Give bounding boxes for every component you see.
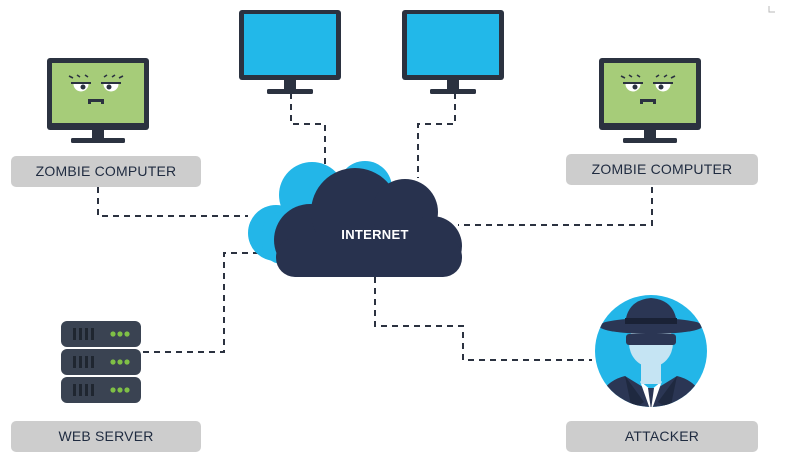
zombie-computer-label-text: ZOMBIE COMPUTER xyxy=(35,163,177,179)
monitor-icon xyxy=(239,10,341,94)
link-monitor-left xyxy=(290,93,326,165)
monitor-icon xyxy=(402,10,504,94)
internet-label: INTERNET xyxy=(341,227,409,242)
corner-mark xyxy=(768,6,775,13)
zombie-computer-label-left: ZOMBIE COMPUTER xyxy=(11,156,201,187)
zombie-computer-label-right: ZOMBIE COMPUTER xyxy=(566,154,758,185)
connection-lines xyxy=(97,93,653,361)
spy-icon xyxy=(595,295,707,407)
zombie-monitor-icon xyxy=(47,58,149,143)
link-zombie-left xyxy=(97,187,248,217)
link-attacker xyxy=(374,277,592,361)
attacker-label-text: ATTACKER xyxy=(624,428,700,444)
attacker-label: ATTACKER xyxy=(566,421,758,452)
zombie-computer-label-text: ZOMBIE COMPUTER xyxy=(591,161,733,177)
zombie-face xyxy=(620,74,676,104)
server-icon xyxy=(61,321,141,403)
cloud-icon xyxy=(248,161,462,277)
link-monitor-right xyxy=(417,93,456,178)
link-zombie-right xyxy=(458,187,653,226)
zombie-face xyxy=(68,74,124,104)
web-server-label: WEB SERVER xyxy=(11,421,201,452)
zombie-monitor-icon xyxy=(599,58,701,143)
link-web-server xyxy=(143,252,262,353)
web-server-label-text: WEB SERVER xyxy=(58,428,154,444)
